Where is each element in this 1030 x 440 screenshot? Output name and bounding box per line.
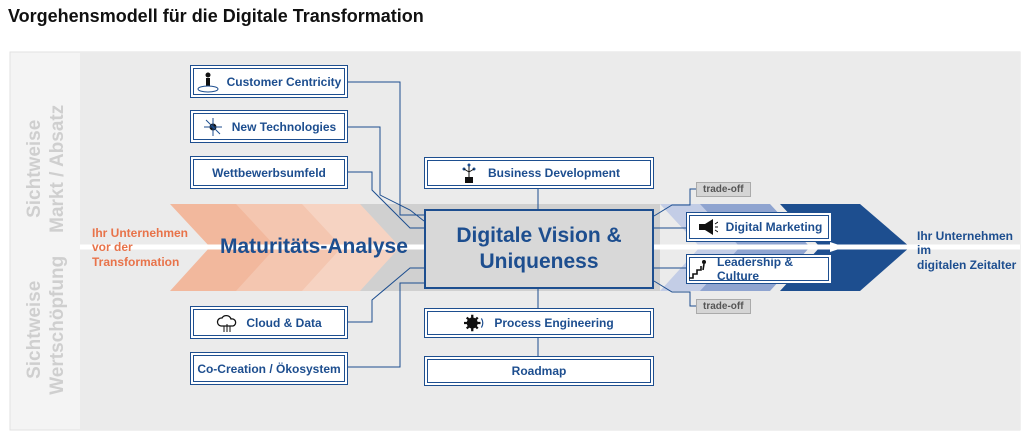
box-business-label: Business Development — [487, 166, 621, 180]
box-cloud-data: Cloud & Data — [190, 306, 348, 339]
cloud-icon — [216, 312, 238, 334]
left-text-line-3: Transformation — [92, 254, 180, 269]
person-target-icon — [197, 71, 219, 93]
right-text: Ihr Unternehmen im digitalen Zeitalter — [917, 229, 1016, 272]
box-digital-marketing: Digital Marketing — [686, 212, 832, 242]
page-title: Vorgehensmodell für die Digitale Transfo… — [8, 6, 424, 26]
right-text-line-1: Ihr Unternehmen — [917, 229, 1014, 243]
main-arrow-head — [830, 242, 845, 252]
vision-line-2: Uniqueness — [479, 250, 599, 273]
box-customer-centricity: Customer Centricity — [190, 65, 348, 98]
vision-box: Digitale Vision & Uniqueness — [424, 209, 654, 289]
left-text-line-2: vor der — [92, 240, 133, 255]
right-text-line-3: digitalen Zeitalter — [917, 257, 1017, 272]
box-leadership-culture: Leadership & Culture — [686, 254, 832, 284]
box-cocreation-label: Co-Creation / Ökosystem — [197, 361, 341, 376]
box-roadmap-label: Roadmap — [511, 364, 567, 378]
box-process-label: Process Engineering — [494, 316, 614, 330]
box-cloud-label: Cloud & Data — [246, 315, 322, 330]
box-customer-label: Customer Centricity — [226, 74, 342, 89]
side-label-top: Sichtweise Markt / Absatz — [24, 104, 68, 233]
stairs-person-icon — [687, 258, 709, 280]
network-node-icon — [202, 116, 224, 138]
left-text: Ihr Unternehmen vor der Transformation — [92, 226, 188, 269]
right-text-line-2: im — [917, 243, 932, 258]
box-new-technologies: New Technologies — [190, 110, 348, 143]
maturity-label: Maturitäts-Analyse — [220, 235, 408, 258]
box-wettbewerb-label: Wettbewerbsumfeld — [212, 165, 326, 180]
connectors-left — [348, 81, 696, 368]
box-wettbewerbsumfeld: Wettbewerbsumfeld — [190, 156, 348, 189]
tradeoff-top: trade-off — [696, 182, 751, 197]
side-label-bottom: Sichtweise Wertschöpfung — [24, 255, 68, 395]
box-leadership-label: Leadership & Culture — [717, 255, 794, 283]
box-roadmap: Roadmap — [424, 356, 654, 386]
plant-icon — [458, 162, 480, 184]
gear-icon — [464, 312, 486, 334]
left-text-line-1: Ihr Unternehmen — [92, 226, 189, 240]
box-marketing-label: Digital Marketing — [725, 220, 823, 234]
box-process-engineering: Process Engineering — [424, 308, 654, 338]
vision-line-1: Digitale Vision & — [456, 223, 622, 247]
box-newtech-label: New Technologies — [231, 119, 337, 134]
box-co-creation: Co-Creation / Ökosystem — [190, 352, 348, 385]
megaphone-icon — [696, 216, 718, 238]
tradeoff-bottom: trade-off — [696, 299, 751, 314]
box-business-development: Business Development — [424, 157, 654, 189]
